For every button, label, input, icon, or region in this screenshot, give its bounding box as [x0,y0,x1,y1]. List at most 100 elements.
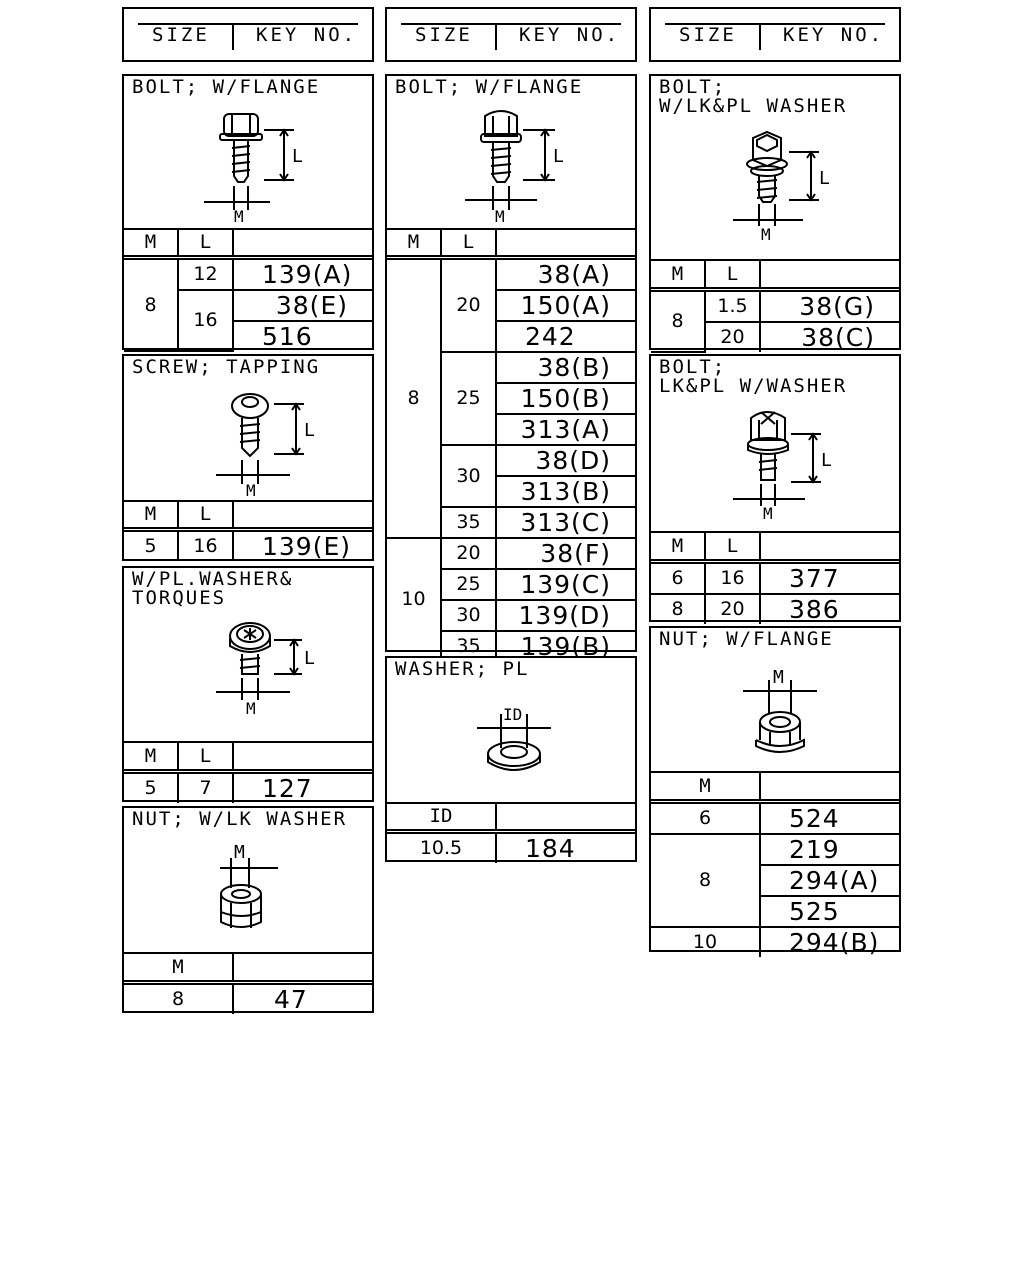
key-label: KEY NO. [783,24,885,46]
cell-m: 10 [651,925,761,957]
cell-l: 25 [440,567,497,601]
cell-m: 8 [124,256,179,352]
panel-title: SCREW; TAPPING [132,356,321,378]
cell-l: 35 [440,629,497,661]
cell-m: 6 [651,560,706,595]
cell-key: 38(C) [759,320,901,352]
cell-l: 16 [177,528,234,561]
cell-key: 242 [495,319,637,353]
lock-washer-nut-icon: M [220,842,278,928]
cell-key: 294(A) [759,863,901,897]
header-divider [232,23,234,50]
cell-key: 525 [759,894,901,928]
cell-key: 38(B) [495,350,637,384]
dim-l-label: L [304,420,315,441]
header-divider [759,23,761,50]
col-key [232,228,374,260]
cell-l: 30 [440,598,497,632]
col-l: L [177,500,234,532]
cell-l: 1.5 [704,288,761,323]
cell-key: 47 [232,981,374,1014]
cell-key: 219 [759,832,901,866]
cell-l: 20 [704,592,761,624]
cell-m: 8 [124,981,234,1014]
col-m: M [651,259,706,292]
cell-key: 139(E) [232,528,374,561]
cell-l: 7 [177,770,234,803]
cell-l: 20 [704,320,761,352]
col-key [495,228,637,260]
tapping-screw-icon: L M [216,393,315,500]
dim-m-label: M [234,842,245,863]
flange-bolt-icon: L M [204,113,303,226]
cell-key: 139(D) [495,598,637,632]
dim-m-label: M [234,207,244,226]
panel-title: WASHER; PL [395,658,530,680]
cell-m: 6 [651,800,761,835]
washer-faced-bolt-icon: L M [733,411,832,523]
cell-l: 16 [704,560,761,595]
dim-l-label: L [553,146,564,167]
header-col3: SIZE KEY NO. [649,7,901,62]
cell-key: 38(A) [495,256,637,291]
cell-m: 8 [387,256,442,539]
cell-key: 139(B) [495,629,637,661]
dim-m-label: M [761,225,771,244]
col-m: M [124,500,179,532]
col-m: M [124,952,234,985]
cell-key: 127 [232,770,374,803]
col-id: ID [387,802,497,834]
col-m: M [387,228,442,260]
col-l: L [440,228,497,260]
cell-key: 38(D) [495,443,637,477]
cell-m: 10 [387,536,442,662]
cell-key: 139(C) [495,567,637,601]
key-label: KEY NO. [256,24,358,46]
header-col1: SIZE KEY NO. [122,7,374,62]
key-label: KEY NO. [519,24,621,46]
col-key [495,802,637,834]
col-m: M [651,531,706,564]
col-l: L [177,741,234,774]
cell-key: 38(E) [232,288,374,322]
cell-key: 38(F) [495,536,637,570]
col-m: M [651,771,761,804]
panel-title: BOLT; LK&PL W/WASHER [659,356,848,397]
header-rule [401,23,621,25]
col-key [759,259,901,292]
cell-l: 30 [440,443,497,508]
cell-key: 150(B) [495,381,637,415]
dim-m-label: M [763,504,773,523]
cell-key: 313(C) [495,505,637,539]
col-m: M [124,228,179,260]
dim-id-label: ID [503,705,522,724]
dim-l-label: L [821,450,832,471]
col-key [232,741,374,774]
panel-title: NUT; W/LK WASHER [132,808,348,830]
col-key [232,500,374,532]
cell-l: 20 [440,536,497,570]
cell-key: 184 [495,830,637,863]
cell-key: 38(G) [759,288,901,323]
size-label: SIZE [415,24,473,46]
cell-l: 25 [440,350,497,446]
cell-id: 10.5 [387,830,497,863]
header-col2: SIZE KEY NO. [385,7,637,62]
cell-key: 313(A) [495,412,637,446]
dim-l-label: L [292,146,303,167]
size-label: SIZE [152,24,210,46]
